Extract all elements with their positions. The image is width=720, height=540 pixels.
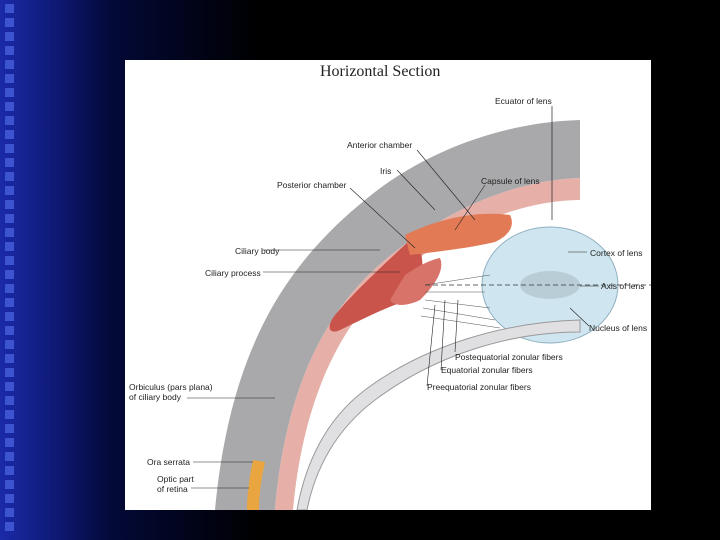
decorative-square — [5, 466, 14, 475]
label-ora-serrata: Ora serrata — [147, 457, 190, 467]
decorative-square — [5, 200, 14, 209]
decorative-square — [5, 172, 14, 181]
decorative-square — [5, 228, 14, 237]
label-optic-part: Optic part of retina — [157, 474, 194, 494]
decorative-square — [5, 522, 14, 531]
decorative-square — [5, 312, 14, 321]
decorative-square — [5, 74, 14, 83]
eye-anatomy-diagram — [125, 60, 651, 510]
label-orbiculus: Orbiculus (pars plana) of ciliary body — [129, 382, 213, 402]
retina-shape — [297, 320, 580, 510]
decorative-square — [5, 60, 14, 69]
decorative-square — [5, 186, 14, 195]
decorative-square — [5, 368, 14, 377]
decorative-square — [5, 4, 14, 13]
decorative-square — [5, 480, 14, 489]
label-iris: Iris — [380, 166, 391, 176]
decorative-square — [5, 116, 14, 125]
decorative-square — [5, 382, 14, 391]
decorative-square — [5, 326, 14, 335]
eye-section-figure: Horizontal Section Ecuator of lens Anter… — [125, 60, 651, 510]
label-orbiculus-line1: Orbiculus (pars plana) — [129, 382, 213, 392]
label-anterior-chamber: Anterior chamber — [347, 140, 412, 150]
label-optic-part-line2: of retina — [157, 484, 194, 494]
decorative-square — [5, 354, 14, 363]
decorative-square — [5, 452, 14, 461]
label-ciliary-process: Ciliary process — [205, 268, 261, 278]
label-equator-of-lens: Ecuator of lens — [495, 96, 552, 106]
decorative-square — [5, 102, 14, 111]
decorative-square — [5, 46, 14, 55]
decorative-square — [5, 256, 14, 265]
decorative-square — [5, 410, 14, 419]
label-capsule-of-lens: Capsule of lens — [481, 176, 540, 186]
decorative-square — [5, 298, 14, 307]
decorative-square — [5, 340, 14, 349]
decorative-square — [5, 214, 14, 223]
label-posterior-chamber: Posterior chamber — [277, 180, 346, 190]
decorative-square — [5, 494, 14, 503]
decorative-square — [5, 508, 14, 517]
decorative-square — [5, 242, 14, 251]
decorative-square — [5, 18, 14, 27]
decorative-square-column — [0, 0, 28, 540]
figure-title: Horizontal Section — [320, 63, 440, 81]
decorative-square — [5, 284, 14, 293]
decorative-square — [5, 32, 14, 41]
label-preequatorial-fibers: Preequatorial zonular fibers — [427, 382, 531, 392]
label-optic-part-line1: Optic part — [157, 474, 194, 484]
decorative-square — [5, 270, 14, 279]
decorative-square — [5, 130, 14, 139]
label-equatorial-fibers: Equatorial zonular fibers — [441, 365, 533, 375]
decorative-square — [5, 424, 14, 433]
decorative-square — [5, 158, 14, 167]
label-postequatorial-fibers: Postequatorial zonular fibers — [455, 352, 563, 362]
label-cortex-of-lens: Cortex of lens — [590, 248, 642, 258]
decorative-square — [5, 438, 14, 447]
label-ciliary-body: Ciliary body — [235, 246, 279, 256]
label-nucleus-of-lens: Nucleus of lens — [589, 323, 647, 333]
label-axis-of-lens: Axis of lens — [601, 281, 644, 291]
decorative-square — [5, 88, 14, 97]
decorative-square — [5, 396, 14, 405]
decorative-square — [5, 144, 14, 153]
label-orbiculus-line2: of ciliary body — [129, 392, 213, 402]
